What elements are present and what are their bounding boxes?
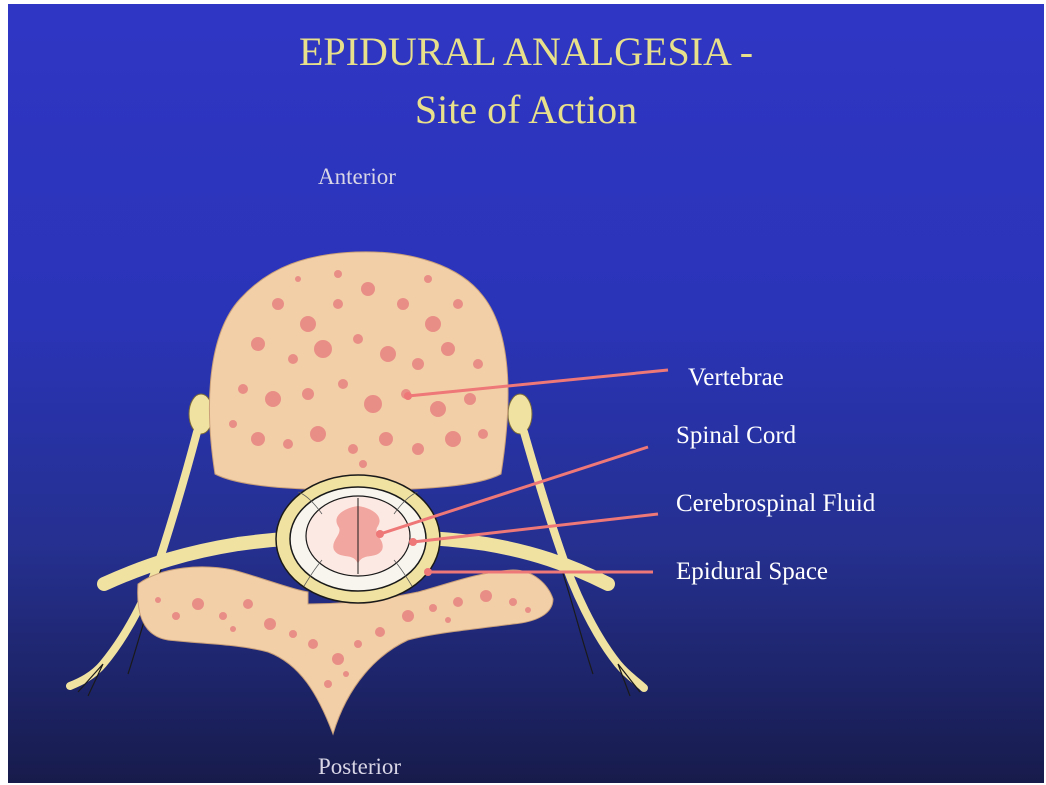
label-epidural-space: Epidural Space [676, 558, 828, 586]
leader-line-csf [413, 514, 658, 542]
vertebral-body [209, 252, 508, 490]
label-vertebrae: Vertebrae [688, 364, 784, 392]
label-cerebrospinal-fluid: Cerebrospinal Fluid [676, 490, 875, 518]
slide: EPIDURAL ANALGESIA - Site of Action Ante… [8, 4, 1044, 783]
anterior-label: Anterior [318, 164, 396, 190]
title-line-1: EPIDURAL ANALGESIA - [8, 32, 1044, 72]
title-line-2: Site of Action [8, 90, 1044, 130]
posterior-label: Posterior [318, 754, 401, 780]
label-spinal-cord: Spinal Cord [676, 422, 796, 450]
